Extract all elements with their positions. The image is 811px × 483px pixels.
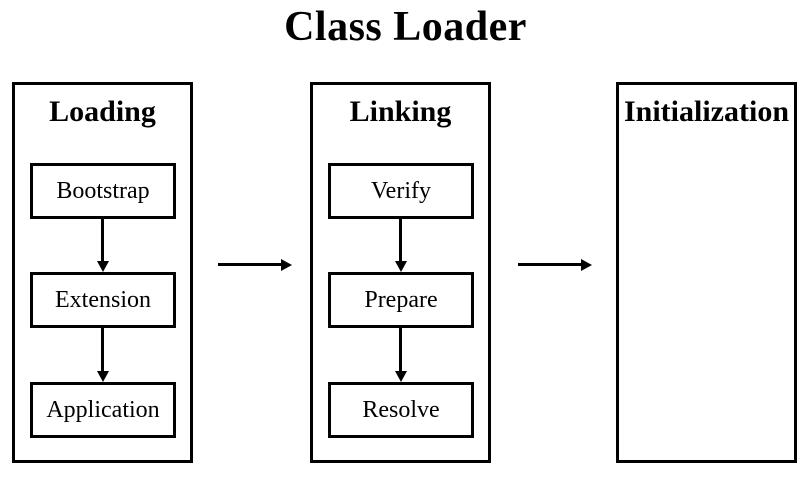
- arrow-head: [394, 371, 407, 382]
- step-box-bootstrap: Bootstrap: [30, 163, 176, 219]
- step-box-application: Application: [30, 382, 176, 438]
- arrow-right-icon: [518, 258, 592, 271]
- arrow-stem: [399, 219, 402, 261]
- step-box-resolve: Resolve: [328, 382, 474, 438]
- arrow-stem: [218, 263, 281, 266]
- arrow-head: [96, 371, 109, 382]
- arrow-head: [281, 258, 292, 271]
- arrow-stem: [101, 328, 104, 371]
- arrow-down-icon: [90, 219, 115, 272]
- step-box-extension: Extension: [30, 272, 176, 328]
- step-box-verify: Verify: [328, 163, 474, 219]
- phase-title-linking: Linking: [349, 95, 452, 128]
- arrow-down-icon: [388, 328, 413, 382]
- arrow-head: [394, 261, 407, 272]
- phase-box-linking: Linking Verify Prepare Resolve: [310, 82, 491, 463]
- arrow-stem: [101, 219, 104, 261]
- phase-box-loading: Loading Bootstrap Extension Application: [12, 82, 193, 463]
- arrow-stem: [399, 328, 402, 371]
- step-box-prepare: Prepare: [328, 272, 474, 328]
- phase-title-initialization: Initialization: [623, 95, 789, 128]
- arrow-down-icon: [388, 219, 413, 272]
- arrow-stem: [518, 263, 581, 266]
- arrow-right-icon: [218, 258, 292, 271]
- arrow-head: [581, 258, 592, 271]
- phase-title-loading: Loading: [49, 95, 156, 128]
- phase-box-initialization: Initialization: [616, 82, 797, 463]
- arrow-down-icon: [90, 328, 115, 382]
- arrow-head: [96, 261, 109, 272]
- diagram-title: Class Loader: [284, 4, 527, 50]
